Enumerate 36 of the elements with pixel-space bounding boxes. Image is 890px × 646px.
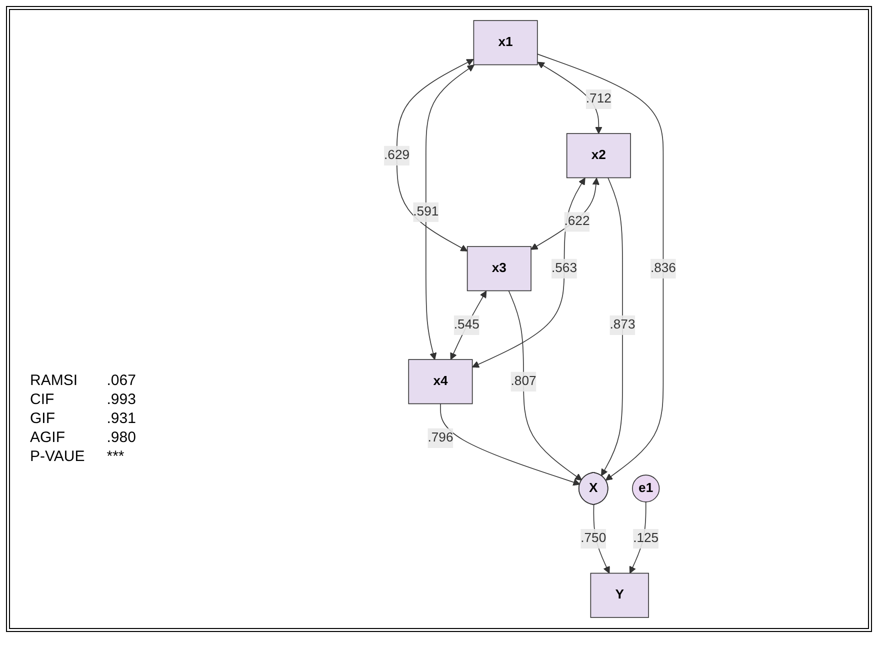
edge-label: .836 — [650, 261, 676, 276]
fit-statistic-value: .993 — [106, 391, 136, 408]
arrow — [530, 178, 600, 250]
arrow — [601, 177, 623, 476]
node-box: Y — [590, 572, 649, 618]
node-circle: e1 — [632, 474, 660, 502]
arrow — [396, 59, 474, 252]
edge-label: .125 — [633, 531, 659, 546]
fit-statistic-value: .931 — [106, 410, 136, 427]
edge-label: .563 — [551, 261, 577, 276]
arrow — [472, 178, 586, 368]
edge-label: .712 — [586, 92, 612, 106]
fit-statistic-name: AGIF — [30, 429, 66, 446]
fit-statistic-name: RAMSI — [30, 372, 79, 389]
node-box: x2 — [566, 133, 631, 178]
fit-statistic-value: .067 — [106, 372, 136, 389]
edge-label: .750 — [580, 531, 606, 546]
fit-statistic-name: GIF — [30, 410, 56, 427]
arrow — [508, 290, 582, 481]
edge-label: .622 — [564, 214, 590, 229]
edge-label: .629 — [384, 148, 410, 162]
edge-label: .807 — [510, 374, 536, 388]
fit-statistic-value: .980 — [106, 429, 136, 446]
fit-statistic-name: CIF — [30, 391, 56, 408]
fit-statistic-value: *** — [106, 448, 126, 465]
edge-label: .545 — [454, 318, 480, 332]
arrow — [426, 64, 474, 360]
fit-statistic-name: P-VAUE — [30, 448, 85, 465]
edge-label: .591 — [413, 204, 439, 219]
arrow — [440, 403, 580, 486]
node-box: x4 — [408, 359, 473, 404]
edge-label: .796 — [428, 430, 454, 445]
node-box: x3 — [466, 246, 532, 292]
edge-label: .873 — [610, 318, 636, 332]
arrow — [450, 290, 487, 360]
node-box: x1 — [473, 20, 538, 66]
